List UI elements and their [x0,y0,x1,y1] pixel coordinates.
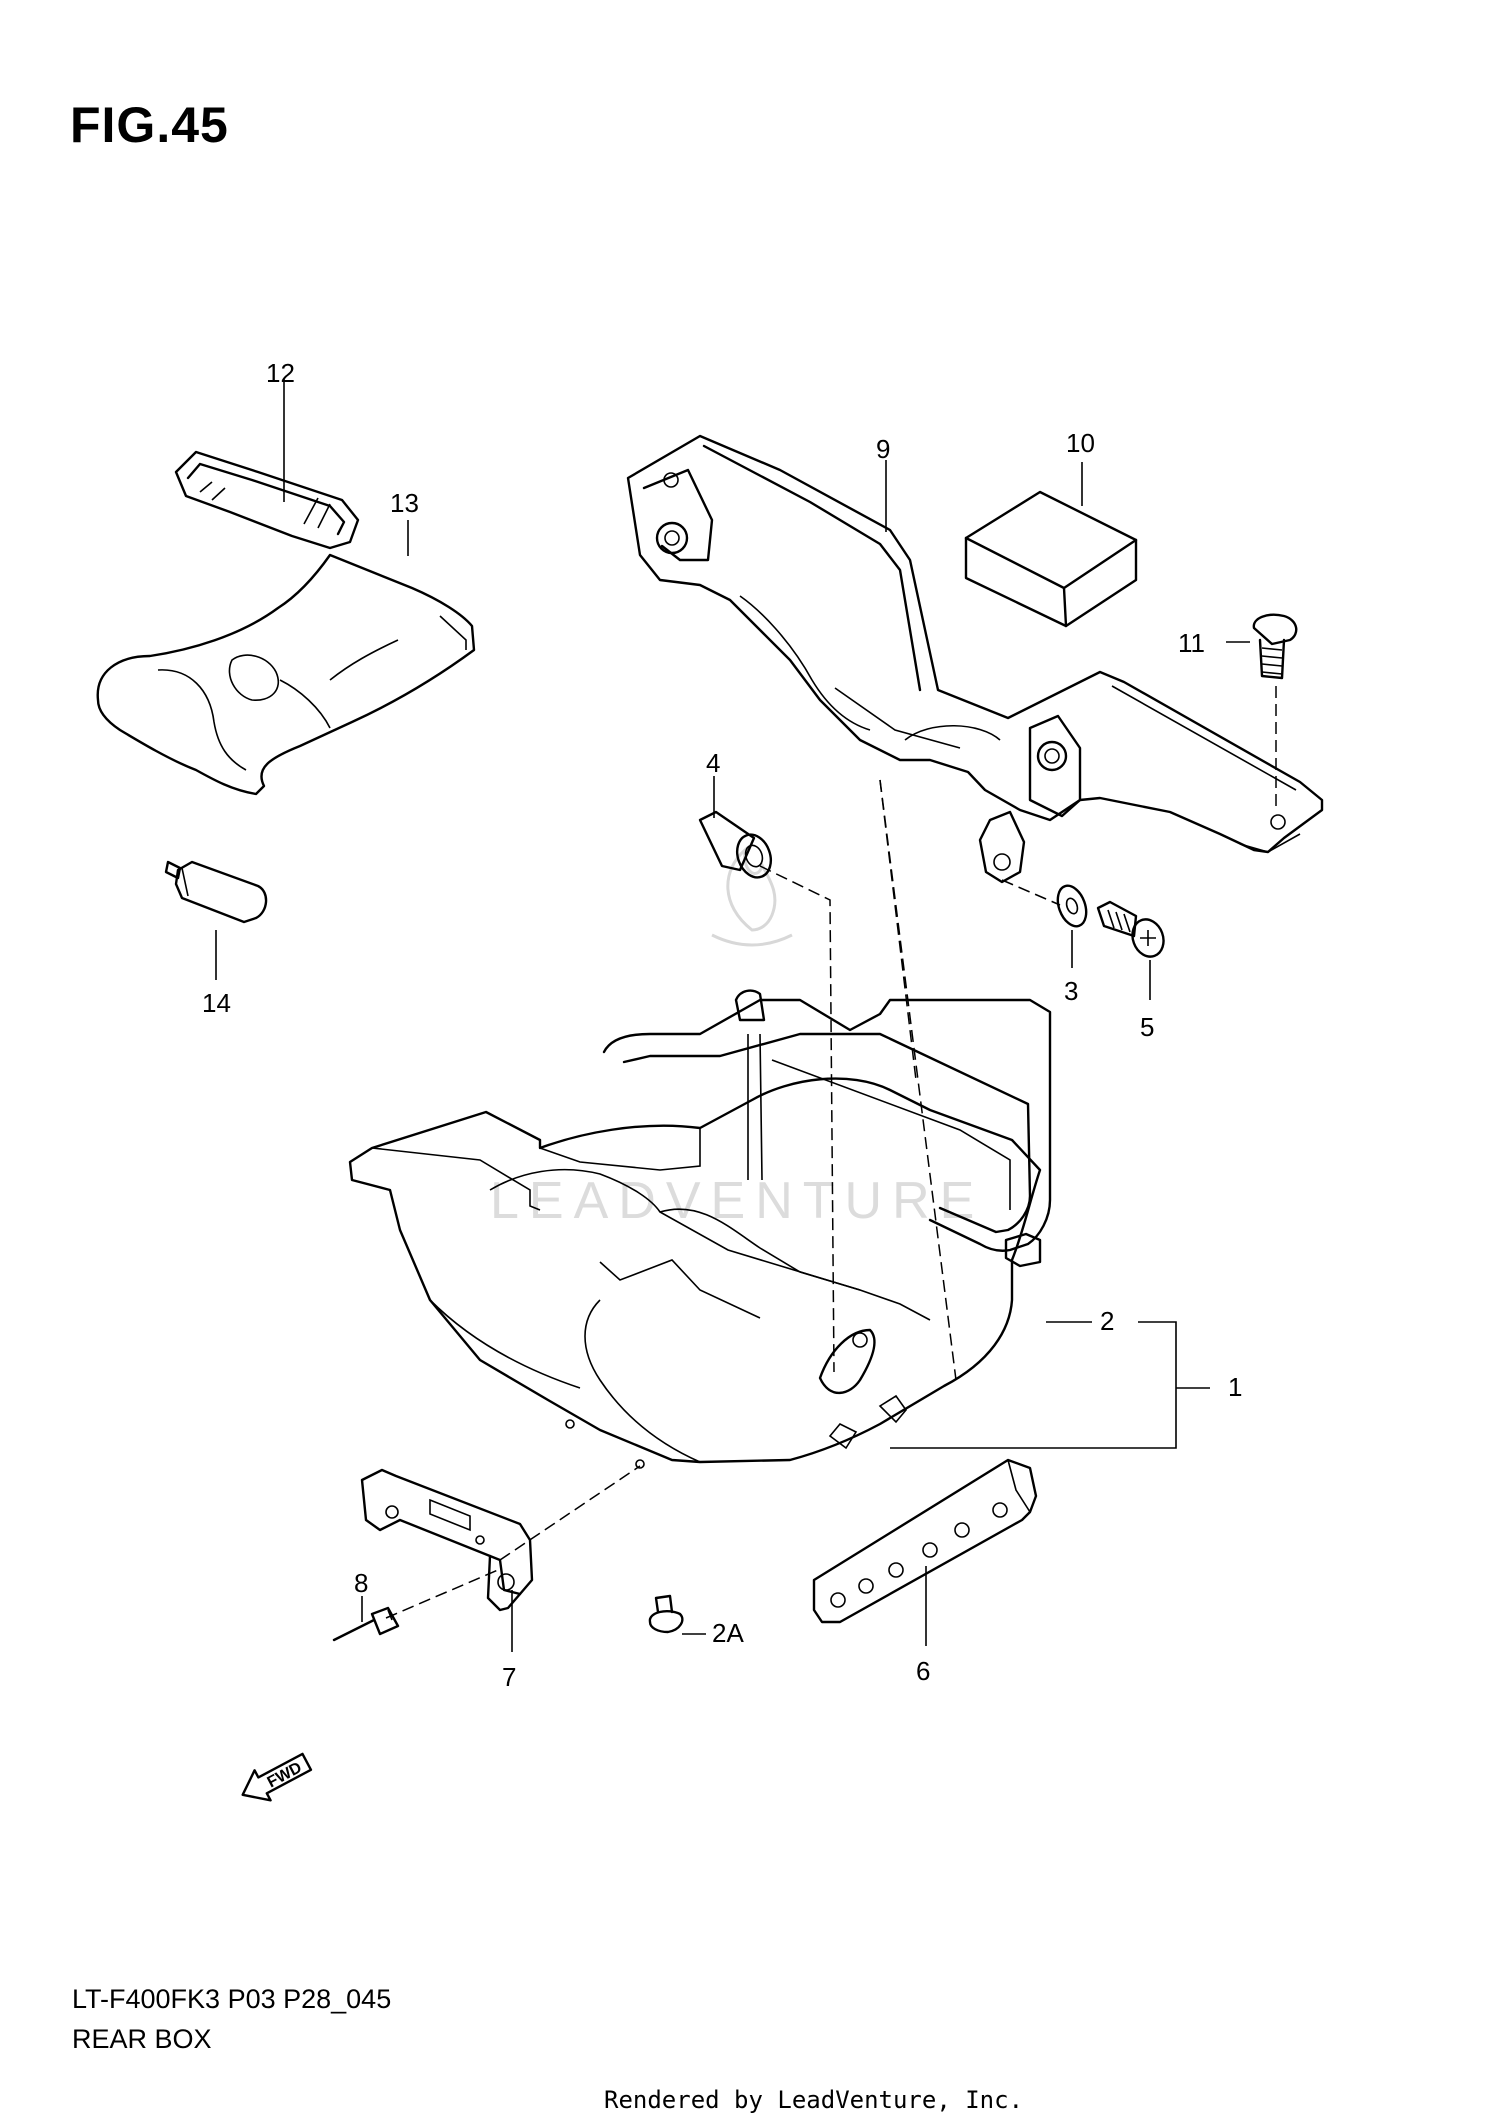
part-6-strap-bracket[interactable] [812,1458,1038,1624]
callout-11-text: 11 [1178,628,1205,658]
part-1-rear-box-assembly[interactable] [348,1077,1042,1469]
callout-9: 9 [876,434,890,464]
part-14-plug[interactable] [164,860,268,924]
callout-14: 14 [202,988,231,1018]
callout-8: 8 [354,1568,368,1598]
part-3-washer[interactable] [1053,882,1092,930]
callout-2: 2 [1100,1306,1114,1336]
part-7-bracket[interactable] [360,1468,534,1612]
callout-2a: 2A [712,1618,744,1648]
callout-12: 12 [266,358,295,388]
callout-5: 5 [1140,1012,1154,1042]
callout-3: 3 [1064,976,1078,1006]
part-8-rivet[interactable] [332,1606,400,1642]
render-credit: Rendered by LeadVenture, Inc. [604,2086,1024,2114]
callout-4: 4 [706,748,720,778]
watermark-text: LEADVENTURE [490,1172,984,1230]
callout-1: 1 [1228,1372,1242,1402]
part-2-lid-seal[interactable] [602,989,1052,1268]
callout-7: 7 [502,1662,516,1692]
callout-13: 13 [390,488,419,518]
part-2a-screw[interactable] [648,1594,684,1634]
part-5-bolt[interactable] [1096,900,1169,961]
callout-leader-lines [215,378,1250,1652]
figure-title: FIG.45 [70,97,229,153]
model-code: LT-F400FK3 P03 P28_045 [72,1984,392,2014]
leadventure-watermark: LEADVENTURE [490,846,984,1230]
part-12-strap[interactable] [174,450,360,550]
callout-10-text: 10 [1066,428,1095,458]
part-9-carrier-bracket[interactable] [626,434,1324,884]
figure-name: REAR BOX [72,2024,212,2054]
part-13-boot-cover[interactable] [96,553,476,796]
assembly-guide-lines [385,686,1277,1619]
callout-6: 6 [916,1656,930,1686]
part-10-pad[interactable] [964,490,1138,628]
forward-direction-arrow: FWD [241,1752,313,1802]
callout-labels: 12 13 14 9 1 10 11 11 4 3 5 2 1 2A 6 7 8 [202,358,1242,1692]
part-11-bolt[interactable] [1252,613,1298,680]
